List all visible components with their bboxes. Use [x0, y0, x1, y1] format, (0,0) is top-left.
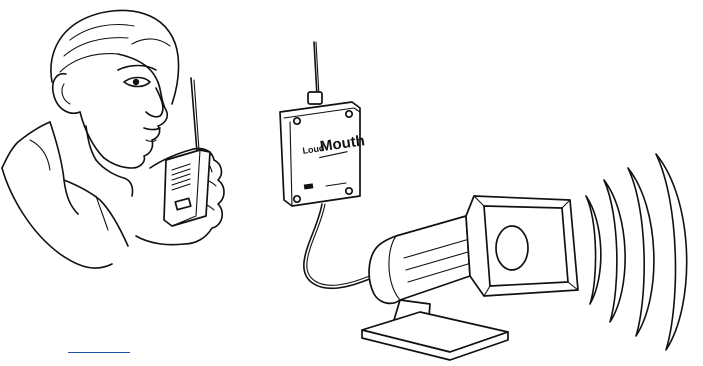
radio-antenna: [190, 77, 198, 153]
sound-wave-3: [627, 167, 655, 337]
device-label-main: Mouth: [319, 132, 366, 155]
sound-wave-1: [585, 195, 602, 305]
sound-wave-2: [603, 179, 626, 323]
accent-underline: [68, 352, 130, 353]
handheld-radio: [163, 77, 211, 227]
horn-speaker: [361, 195, 579, 361]
loudmouth-receiver-box: Loud Mouth: [279, 41, 366, 207]
receiver-antenna: [313, 41, 318, 97]
sound-wave-4: [655, 153, 688, 351]
man-figure: [1, 9, 225, 269]
sound-waves: [585, 153, 688, 351]
connection-cable: [303, 203, 379, 290]
device-label-prefix: Loud: [302, 143, 325, 156]
